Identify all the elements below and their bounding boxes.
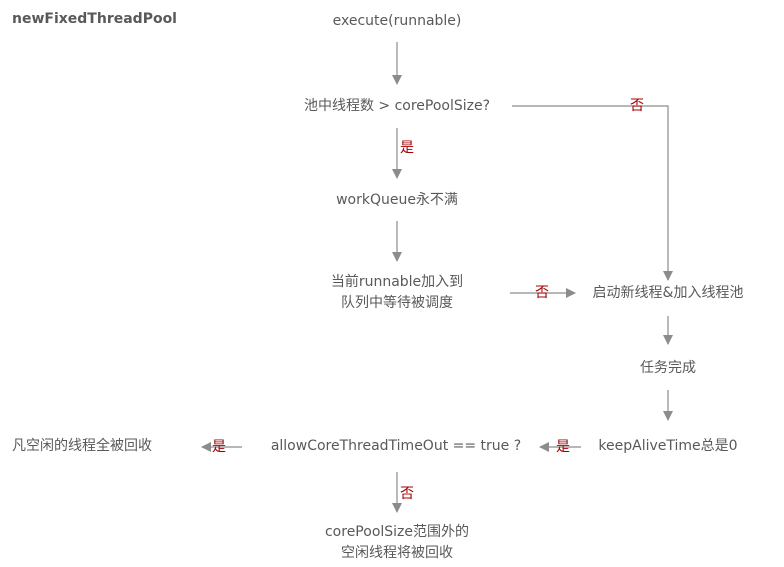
label-check-yes: 是 — [400, 140, 414, 156]
node-execute: execute(runnable) — [332, 13, 462, 29]
node-outside-core-reclaimed: corePoolSize范围外的 空闲线程将被回收 — [325, 522, 469, 564]
node-allow-core-timeout: allowCoreThreadTimeOut == true ? — [270, 438, 522, 454]
diagram-title: newFixedThreadPool — [12, 11, 177, 27]
node-enqueue-line1: 当前runnable加入到 — [330, 274, 464, 290]
label-keepalive-yes: 是 — [556, 439, 570, 455]
node-outside-core-line1: corePoolSize范围外的 — [324, 524, 470, 540]
node-queue-not-full: workQueue永不满 — [336, 192, 458, 208]
node-all-idle-reclaimed: 凡空闲的线程全被回收 — [12, 438, 152, 454]
label-timeout-yes: 是 — [212, 439, 226, 455]
node-enqueue-line2: 队列中等待被调度 — [341, 295, 453, 311]
node-outside-core-line2: 空闲线程将被回收 — [341, 545, 453, 561]
node-enqueue: 当前runnable加入到 队列中等待被调度 — [331, 272, 463, 314]
arrow-check-no-to-start — [512, 105, 673, 281]
label-enqueue-no: 否 — [535, 285, 549, 301]
label-timeout-no: 否 — [400, 486, 414, 502]
label-check-no: 否 — [630, 98, 644, 114]
node-task-done: 任务完成 — [640, 360, 696, 376]
node-check-core-size: 池中线程数 > corePoolSize? — [303, 98, 491, 114]
node-start-thread: 启动新线程&加入线程池 — [592, 285, 744, 301]
node-keepalive-zero: keepAliveTime总是0 — [598, 438, 738, 454]
